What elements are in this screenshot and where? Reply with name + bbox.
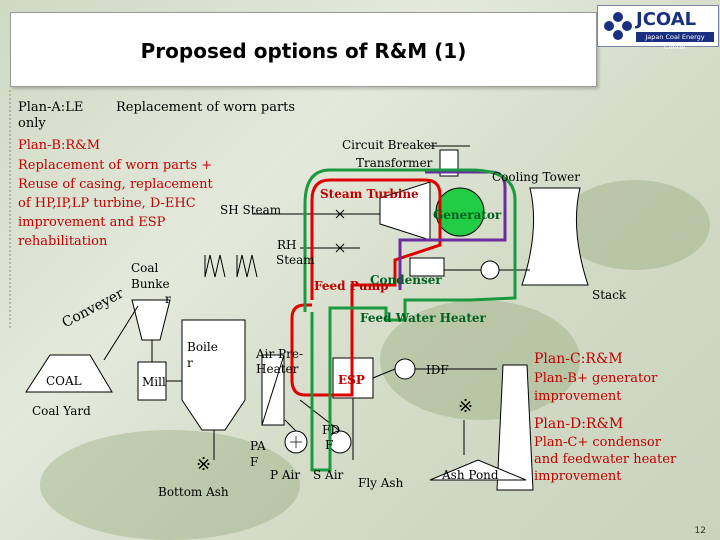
plan-c-label: Plan-C:R&M — [534, 351, 623, 367]
plan-d-description-line: Plan-C+ condensor — [534, 435, 661, 450]
plan-a-label: Plan-A:LE — [18, 100, 84, 115]
page-number: 12 — [694, 526, 706, 536]
idf-label: IDF — [426, 363, 449, 377]
air-preheater-label: Heater — [256, 362, 299, 376]
asterisk-marker: ※ — [458, 396, 474, 417]
circuit-breaker-label: Circuit Breaker — [342, 138, 437, 152]
jcoal-logo: JCOAL Japan Coal Energy Center — [597, 5, 719, 51]
plan-c-description-line: Plan-B+ generator — [534, 371, 658, 386]
coal-bunker-label: Bunke — [131, 277, 170, 291]
mill-label: Mill — [142, 375, 166, 389]
jcoal-logo-icon — [604, 12, 632, 40]
plan-d-description-line: improvement — [534, 469, 622, 484]
mill-shape — [137, 361, 167, 401]
transformer-label: Transformer — [356, 156, 433, 170]
ash-pond-shape — [429, 459, 527, 481]
plan-d-description: Plan-C+ condensor and feedwater heater i… — [534, 434, 676, 485]
ash-pond-label: Ash Pond — [442, 468, 499, 482]
plan-a-description-only: only — [18, 116, 46, 131]
asterisk-marker: ※ — [196, 454, 212, 475]
conveyer-line — [103, 305, 139, 361]
coal-pile-shape — [25, 354, 113, 393]
background-leaf — [40, 430, 300, 540]
idf-fan-icon — [394, 358, 416, 380]
sh-steam-valve-icon — [335, 209, 345, 219]
stack-shape — [496, 364, 534, 491]
boiler-shape — [181, 319, 246, 431]
plan-b-description: Replacement of worn parts + Reuse of cas… — [18, 158, 213, 249]
page-title: Proposed options of R&M (1) — [140, 39, 467, 63]
condenser-shape — [409, 257, 445, 277]
boiler-label: Boile — [187, 340, 218, 354]
coal-bunker-label: r — [165, 292, 171, 306]
air-preheater-label: Air Pre- — [256, 347, 304, 361]
plan-d-label: Plan-D:R&M — [534, 416, 624, 432]
coal-yard-label: Coal Yard — [32, 404, 91, 418]
generator-label: Generator — [433, 208, 502, 222]
paf-label: F — [250, 455, 259, 469]
title-box: Proposed options of R&M (1) — [10, 12, 597, 87]
rh-steam-label: Steam — [276, 253, 315, 267]
generator-icon — [435, 187, 485, 237]
plan-c-description-line: improvement — [534, 389, 622, 404]
fdf-label: FD — [322, 423, 340, 437]
condenser-label: Condenser — [370, 273, 442, 287]
coal-label: COAL — [46, 374, 82, 388]
feed-water-heater-label: Feed Water Heater — [360, 311, 486, 325]
logo-name: JCOAL — [636, 9, 697, 30]
sh-steam-label: SH Steam — [220, 203, 282, 217]
plan-a-description: Replacement of worn parts — [116, 100, 296, 115]
cooling-tower-shape — [521, 187, 589, 286]
fly-ash-label: Fly Ash — [358, 476, 404, 490]
background-leaf — [560, 180, 710, 270]
coal-bunker-shape — [131, 299, 171, 341]
feed-pump-icon — [480, 260, 500, 280]
steam-turbine-label: Steam Turbine — [320, 187, 419, 201]
feed-pump-label: Feed Pump — [314, 279, 389, 293]
rh-steam-label: RH — [277, 238, 297, 252]
plan-d-description-line: and feedwater heater — [534, 452, 677, 467]
bottom-ash-label: Bottom Ash — [158, 485, 229, 499]
coal-bunker-label: Coal — [131, 261, 159, 275]
plan-d-green-loop — [303, 168, 517, 472]
esp-label: ESP — [338, 373, 365, 387]
secondary-air-label: S Air — [313, 468, 344, 482]
background-leaf — [380, 300, 580, 420]
paf-label: PA — [250, 439, 266, 453]
plan-b-red-loop — [290, 178, 442, 397]
cooling-tower-label: Cooling Tower — [492, 170, 580, 184]
plan-b-label: Plan-B:R&M — [18, 138, 101, 153]
boiler-coils — [204, 254, 258, 278]
stack-label: Stack — [592, 288, 627, 302]
plan-c-description: Plan-B+ generator improvement — [534, 370, 657, 406]
primary-air-label: P Air — [270, 468, 301, 482]
boiler-label: r — [187, 356, 193, 370]
fdf-label: F — [325, 438, 334, 452]
logo-subtitle: Japan Coal Energy Center — [636, 32, 714, 51]
